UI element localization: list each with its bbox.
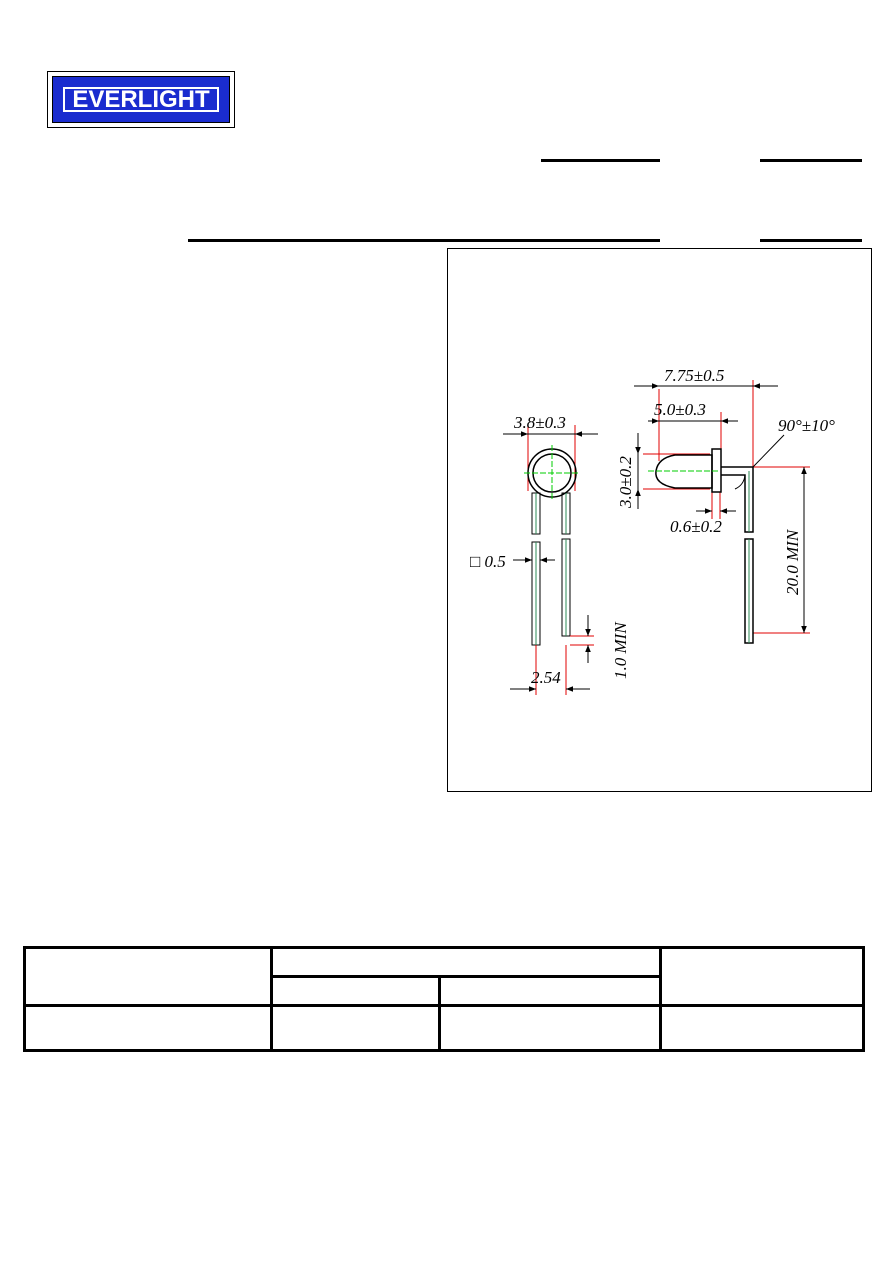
dim-pitch: 2.54 (531, 668, 561, 687)
header-rule-top-left (541, 159, 660, 162)
dim-lead-square: □ 0.5 (470, 552, 506, 571)
header-rule-bottom-right (760, 239, 862, 242)
table-cell (438, 1004, 662, 1052)
table-cell (270, 1004, 441, 1052)
side-view: 7.75±0.5 5.0±0.3 3.0±0.2 90°±10° (616, 366, 835, 644)
dim-body-length: 5.0±0.3 (654, 400, 706, 419)
table-cell (659, 1004, 865, 1052)
dim-height: 3.0±0.2 (616, 456, 635, 509)
table-header-col4 (659, 946, 865, 1007)
spec-table (23, 946, 865, 1052)
dim-diameter: 3.8±0.3 (513, 413, 566, 432)
package-dimension-drawing: 3.8±0.3 □ 0.5 1. (470, 366, 835, 695)
table-cell (23, 1004, 273, 1052)
dim-min-offset: 1.0 MIN (611, 621, 630, 679)
package-drawing-frame: 3.8±0.3 □ 0.5 1. (447, 248, 872, 792)
logo-text: EVERLIGHT (72, 85, 210, 113)
table-header-group (270, 946, 662, 978)
table-header-sub1 (270, 975, 441, 1007)
top-view: 3.8±0.3 □ 0.5 1. (470, 413, 630, 695)
logo-background: EVERLIGHT (52, 76, 230, 123)
table-header-col1 (23, 946, 273, 1007)
header-rule-top-right (760, 159, 862, 162)
dim-min-length: 20.0 MIN (783, 528, 802, 595)
dim-flange: 0.6±0.2 (670, 517, 722, 536)
logo-border (63, 87, 219, 112)
dim-lead-length: 7.75±0.5 (664, 366, 724, 385)
everlight-logo: EVERLIGHT (47, 71, 235, 128)
header-rule-bottom-main (188, 239, 660, 242)
dim-bend-angle: 90°±10° (778, 416, 835, 435)
table-header-sub2 (438, 975, 662, 1007)
